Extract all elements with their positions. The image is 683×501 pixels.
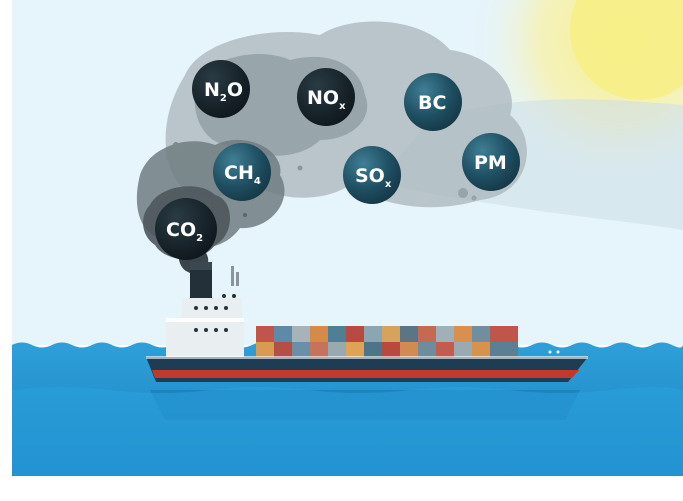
pollutant-n2o: N2O bbox=[192, 60, 250, 118]
pollutant-nox: NOx bbox=[297, 68, 355, 126]
container-stack bbox=[256, 326, 518, 358]
container-ship-icon bbox=[146, 262, 588, 382]
pollutant-bc: BC bbox=[404, 73, 462, 131]
svg-text:BC: BC bbox=[418, 92, 446, 114]
svg-text:CH4: CH4 bbox=[224, 162, 261, 187]
svg-text:NOx: NOx bbox=[307, 87, 346, 112]
pollutant-co2: CO2 bbox=[155, 198, 217, 260]
svg-text:PM: PM bbox=[474, 152, 507, 174]
svg-text:SOx: SOx bbox=[355, 165, 392, 190]
pollutant-ch4: CH4 bbox=[213, 143, 271, 201]
pollutant-sox: SOx bbox=[343, 146, 401, 204]
pollutant-pm: PM bbox=[462, 133, 520, 191]
svg-text:CO2: CO2 bbox=[166, 219, 203, 244]
svg-text:N2O: N2O bbox=[204, 79, 243, 104]
